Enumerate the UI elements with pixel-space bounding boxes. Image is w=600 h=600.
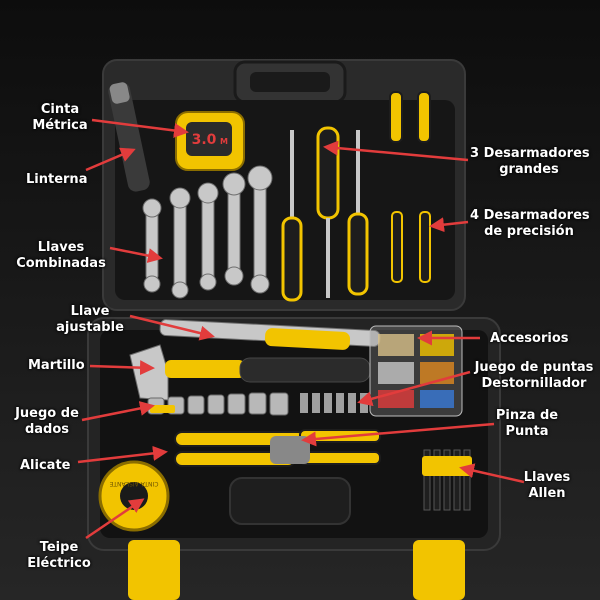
flashlight (108, 82, 150, 192)
arrow-pinza-punta (301, 422, 495, 447)
tape-measure: 3.0 M (175, 111, 245, 171)
callout-arrows (77, 118, 525, 540)
label-llaves-allen: Llaves Allen (523, 470, 571, 501)
arrow-alicate (77, 445, 168, 464)
arrow-teipe (85, 498, 145, 540)
label-teipe-electrico: Teipe Eléctrico (27, 540, 91, 571)
arrow-desarmadores-precision (429, 217, 469, 233)
accessories-box (369, 325, 463, 417)
arrow-desarmadores-grandes (323, 140, 469, 162)
arrow-llaves-combinadas (109, 246, 163, 264)
label-juego-puntas: Juego de puntas Destornillador (474, 360, 594, 391)
label-llave-ajustable: Llave ajustable (56, 304, 124, 335)
label-desarmadores-grandes: 3 Desarmadores grandes (470, 146, 590, 177)
arrow-martillo (89, 360, 155, 376)
label-cinta-metrica: Cinta Métrica (32, 102, 88, 133)
latch-right (413, 540, 465, 600)
label-juego-dados: Juego de dados (15, 406, 79, 437)
label-alicate: Alicate (20, 458, 71, 473)
label-desarmadores-precision: 4 Desarmadores de precisión (470, 208, 590, 239)
label-pinza-punta: Pinza de Punta (495, 408, 559, 439)
electrical-tape: CINTA AISLANTE (98, 460, 170, 532)
electrical-tape-print: CINTA AISLANTE (109, 480, 158, 487)
socket-set (147, 392, 289, 416)
label-accesorios: Accesorios (490, 331, 569, 346)
label-llaves-combinadas: Llaves Combinadas (16, 240, 106, 271)
tape-unit: M (220, 137, 228, 146)
arrow-llave-ajustable (129, 314, 215, 341)
label-martillo: Martillo (28, 358, 85, 373)
arrow-cinta-metrica (91, 118, 189, 138)
precision-screwdrivers (389, 91, 431, 283)
large-screwdrivers (281, 126, 369, 302)
label-linterna: Linterna (26, 172, 88, 187)
adjustable-wrench (159, 319, 381, 350)
arrow-juego-dados (81, 400, 155, 422)
arrow-llaves-allen (459, 463, 525, 484)
allen-keys (422, 449, 472, 511)
tape-reading: 3.0 (192, 132, 217, 148)
arrow-juego-puntas (357, 370, 471, 407)
pliers (174, 429, 381, 467)
arrow-linterna (85, 147, 136, 172)
latch-left (128, 540, 180, 600)
